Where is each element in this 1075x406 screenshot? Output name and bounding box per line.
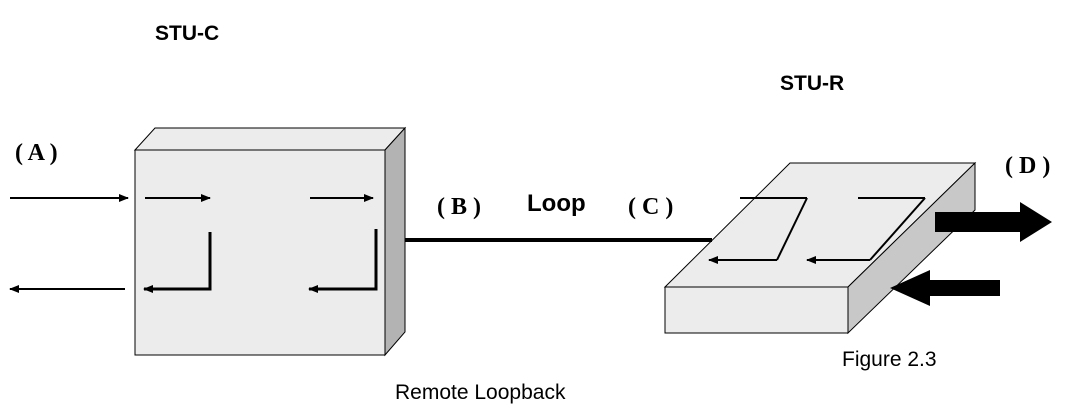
- diagram-caption: Remote Loopback: [395, 381, 566, 404]
- stu-c-side-face: [384, 126, 406, 357]
- input-arrow-d: [890, 270, 1000, 306]
- stu-c-title: STU-C: [155, 22, 219, 45]
- stu-c-return-arrow-left: [143, 232, 212, 293]
- stu-r-right-diagonal: [869, 197, 926, 261]
- stu-r-title: STU-R: [780, 72, 844, 95]
- stu-c-box: [133, 126, 407, 357]
- point-b-label: ( B ): [437, 194, 481, 220]
- figure-number: Figure 2.3: [842, 348, 937, 371]
- stu-r-loop-diagonal: [776, 197, 808, 261]
- point-c-label: ( C ): [628, 194, 673, 220]
- stu-c-top-face: [133, 127, 407, 151]
- loop-label: Loop: [527, 190, 586, 217]
- point-a-label: ( A ): [15, 140, 58, 166]
- stu-r-box: [663, 161, 977, 335]
- stu-c-return-arrow-right: [308, 229, 378, 293]
- point-d-label: ( D ): [1005, 153, 1050, 179]
- stu-r-front-face: [664, 286, 849, 334]
- stu-c-front-face: [134, 149, 386, 356]
- output-arrow-d: [935, 202, 1052, 242]
